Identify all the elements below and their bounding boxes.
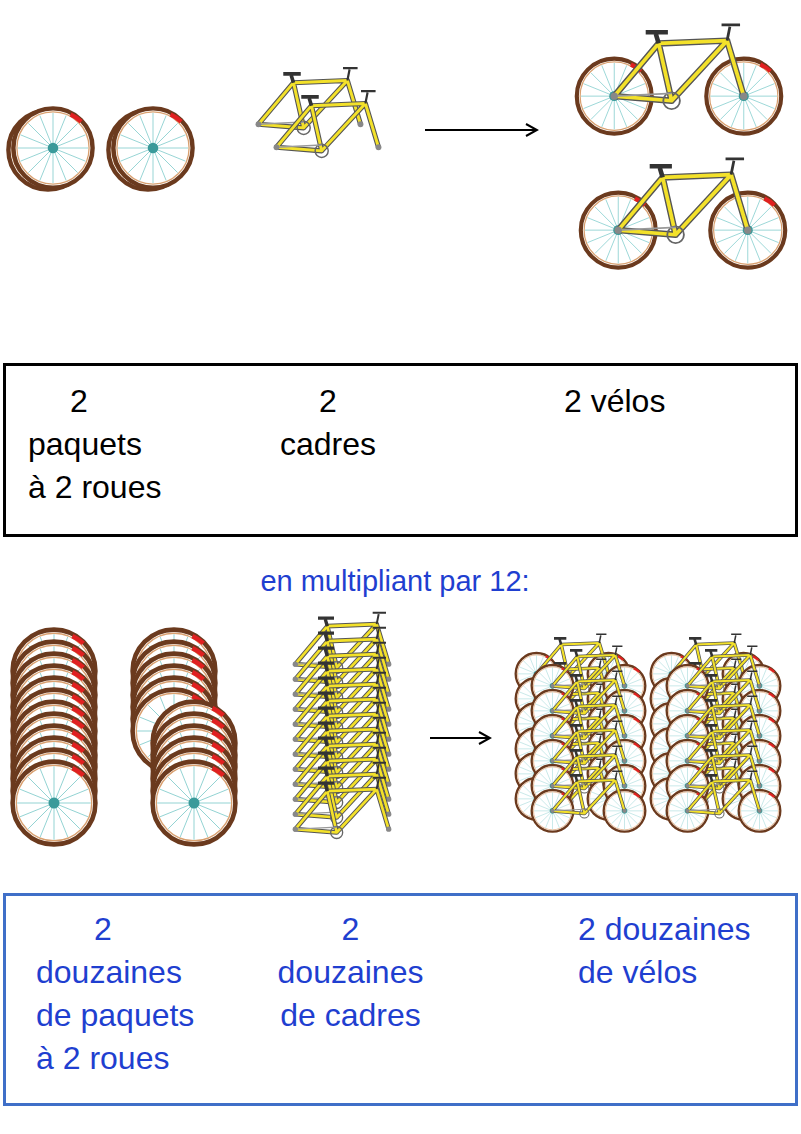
table-box: 2 paquets à 2 roues 2 cadres 2 vélos xyxy=(3,363,798,537)
cell-text: 2 douzaines de vélos xyxy=(578,908,773,994)
cell-text: 2 vélos xyxy=(564,380,665,423)
caption-text: en multipliant par 12: xyxy=(190,563,600,599)
cell-text: 2 douzaines de cadres xyxy=(268,908,433,1037)
cell-text: 2 douzaines de paquets à 2 roues xyxy=(36,908,206,1080)
table-box: 2 douzaines de paquets à 2 roues 2 douzai… xyxy=(3,893,798,1106)
cell-text: 2 paquets à 2 roues xyxy=(28,380,167,509)
cell-text: 2 cadres xyxy=(272,380,384,466)
